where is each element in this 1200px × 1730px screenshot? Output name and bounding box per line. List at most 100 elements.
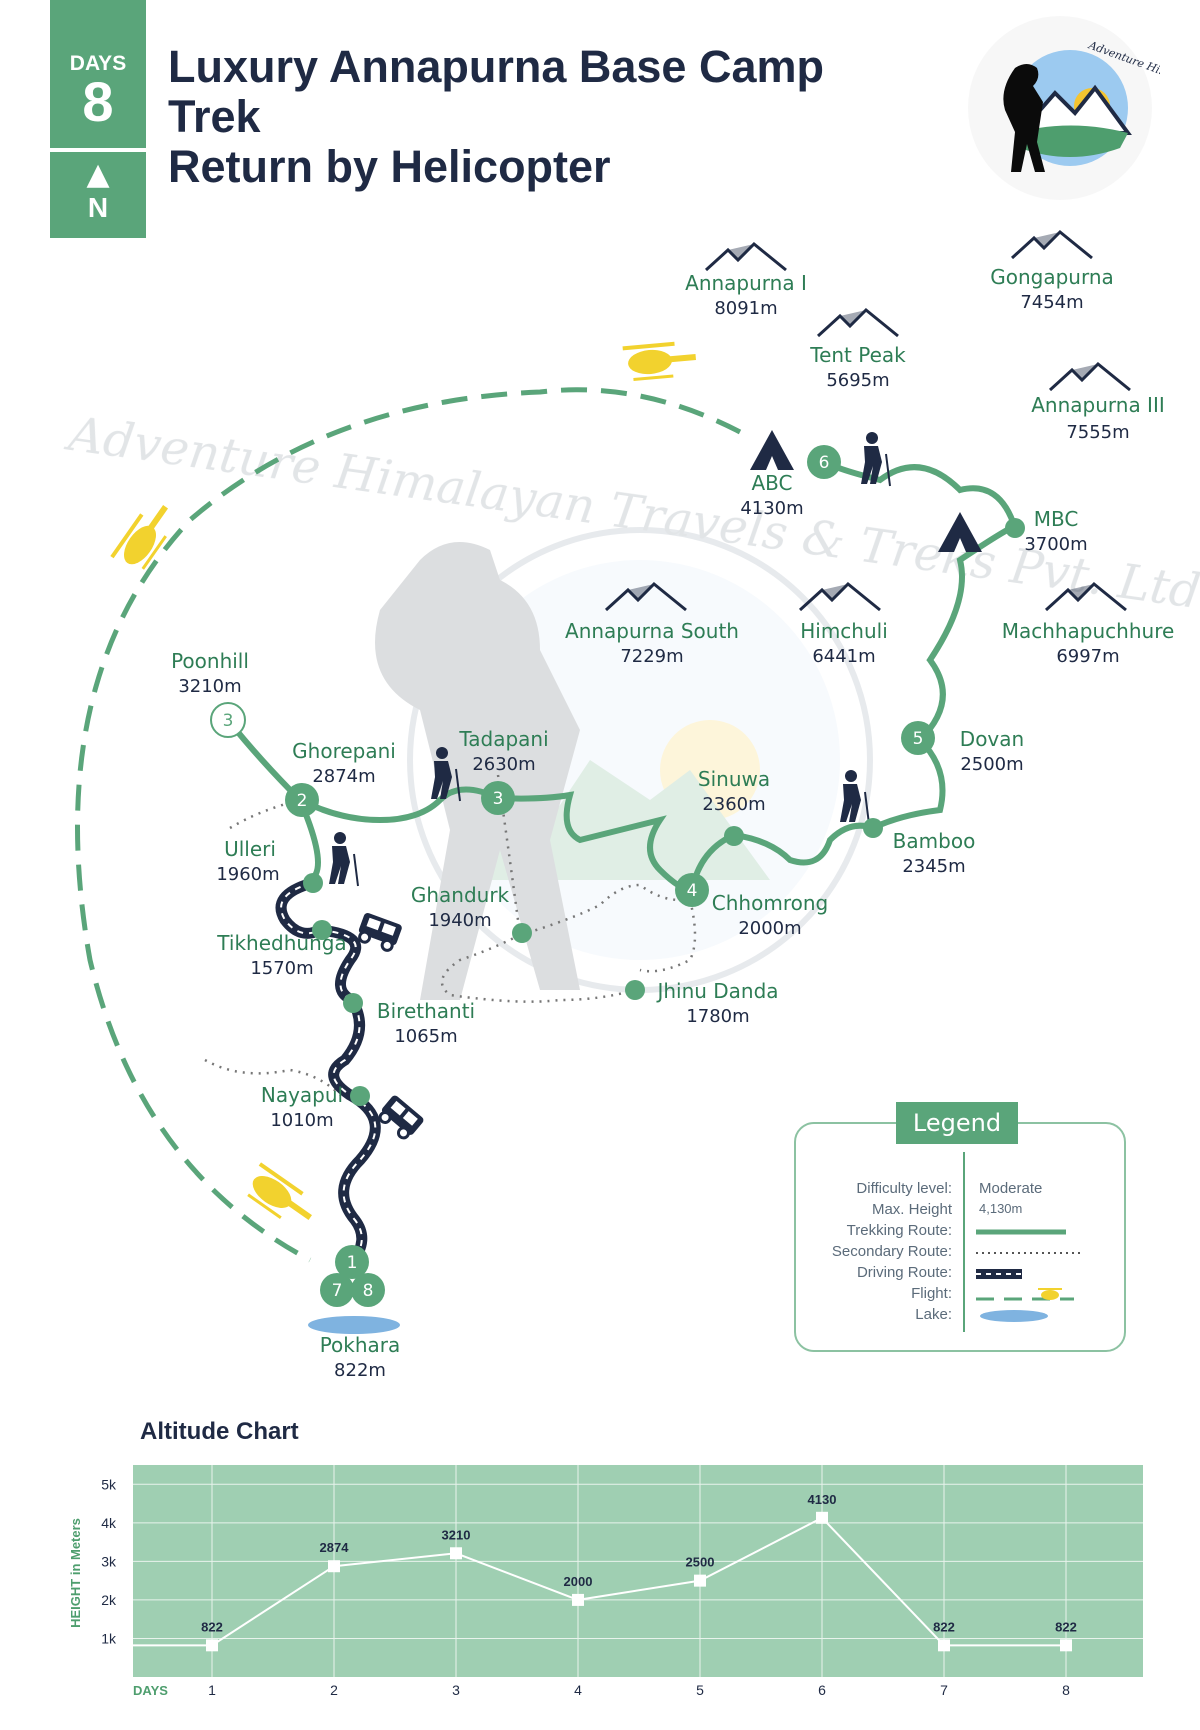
waypoint-dots [303,518,1025,1106]
waypoint-mbc [1005,518,1025,538]
place-alt: 1940m [428,910,491,931]
title-line-2: Return by Helicopter [168,141,611,192]
north-label: N [87,192,109,223]
company-logo: Adventure Himalayan Travels & Treks Pvt.… [968,16,1160,200]
chart-data-label: 822 [1055,1619,1077,1634]
chart-y-label: HEIGHT in Meters [68,1518,83,1628]
chart-title: Altitude Chart [140,1418,299,1445]
place-alt: 2345m [902,856,965,877]
place-name: Pokhara [320,1333,401,1357]
legend-key: Difficulty level: [856,1180,952,1197]
legend-row-secondary: Secondary Route: [796,1243,1124,1265]
place-name: Jhinu Danda [655,979,778,1003]
waypoint-jhinu-danda [625,980,645,1000]
place-name: MBC [1034,507,1079,531]
place-name: Birethanti [377,999,475,1023]
place-name: Nayapul [261,1083,343,1107]
mountain-alt: 7555m [1066,422,1129,443]
svg-text:2: 2 [297,791,308,811]
driving-route-swatch [976,1269,1022,1279]
place-alt: 2360m [702,794,765,815]
day-marker-tadapani: 3 [481,781,515,815]
waypoint-nayapul [350,1086,370,1106]
mountain-icon [1048,361,1131,392]
place-name: Chhomrong [712,891,828,915]
mountain-alt: 7454m [1020,292,1083,313]
place-name: Ghorepani [292,739,396,763]
day-marker-pokhara: 1 7 8 [320,1245,385,1307]
chart-point [816,1511,828,1524]
mountain-icon [1010,229,1093,260]
place-name: ABC [751,471,792,495]
chart-x-tick: 8 [1062,1682,1070,1698]
days-value: 8 [82,70,114,133]
mountain-icon [1044,581,1127,612]
chart-point [328,1560,340,1573]
legend-key: Max. Height [871,1201,952,1218]
chart-data-label: 4130 [808,1492,837,1507]
legend-key: Secondary Route: [831,1243,952,1260]
logo-hiker-icon [1003,64,1045,172]
north-arrow-icon: ▲ [86,157,110,192]
mountain-icon [604,581,687,612]
chart-data-label: 2000 [564,1574,593,1589]
chart-data-label: 822 [201,1619,223,1634]
waypoint-birethanti [343,993,363,1013]
legend-value: 4,130m [979,1201,1023,1216]
place-alt: 2500m [960,754,1023,775]
place-name: Dovan [960,727,1024,751]
mountain-name: Gongapurna [990,265,1114,289]
helicopter-icon [622,341,696,382]
lake-swatch [980,1310,1048,1322]
chart-data-label: 3210 [442,1527,471,1542]
mountain-name: Annapurna South [565,619,739,643]
legend-row-lake: Lake: [796,1306,1124,1328]
svg-text:3: 3 [223,711,234,731]
mountain-name: Tent Peak [809,343,906,367]
place-name: Poonhill [171,649,249,673]
day-marker-abc: 6 [807,445,841,479]
mountain-icon [798,581,881,612]
chart-x-tick: 6 [818,1682,826,1698]
mountain-alt: 6441m [812,646,875,667]
chart-point [450,1547,462,1560]
place-name: Ghandurk [411,883,510,907]
legend: Legend Difficulty level: Moderate Max. H… [794,1102,1126,1352]
legend-row-trekking: Trekking Route: [796,1222,1124,1244]
legend-key: Flight: [911,1285,952,1302]
svg-text:6: 6 [819,453,830,473]
mountain-alt: 5695m [826,370,889,391]
days-badge: DAYS 8 [50,0,146,148]
title-line-1: Luxury Annapurna Base Camp Trek [168,41,824,142]
place-name: Bamboo [893,829,976,853]
chart-point [938,1639,950,1652]
chart-y-tick: 1k [101,1630,117,1646]
chart-plot-area [133,1465,1143,1677]
mountain-alt: 8091m [714,298,777,319]
driving-route [275,877,381,1266]
jeep-icon [358,913,402,952]
hiker-icon [329,832,359,887]
legend-key: Trekking Route: [846,1222,952,1239]
chart-point [206,1639,218,1652]
svg-text:4: 4 [687,881,698,901]
lake-icon [308,1316,400,1334]
place-alt: 1780m [686,1006,749,1027]
secondary-routes [204,774,697,1096]
chart-point [694,1574,706,1587]
trekking-route-swatch [976,1229,1066,1235]
page-title: Luxury Annapurna Base Camp Trek Return b… [168,42,928,192]
hiker-icon [861,432,891,487]
waypoint-ghandurk [512,923,532,943]
waypoint-bamboo [863,818,883,838]
tent-icon [750,430,794,470]
days-label: DAYS [69,52,127,75]
place-alt: 2874m [312,766,375,787]
tent-icon [938,512,982,552]
place-alt: 3210m [178,676,241,697]
legend-divider [963,1152,965,1332]
chart-x-tick: 5 [696,1682,704,1698]
legend-row-difficulty: Difficulty level: Moderate [796,1180,1124,1202]
